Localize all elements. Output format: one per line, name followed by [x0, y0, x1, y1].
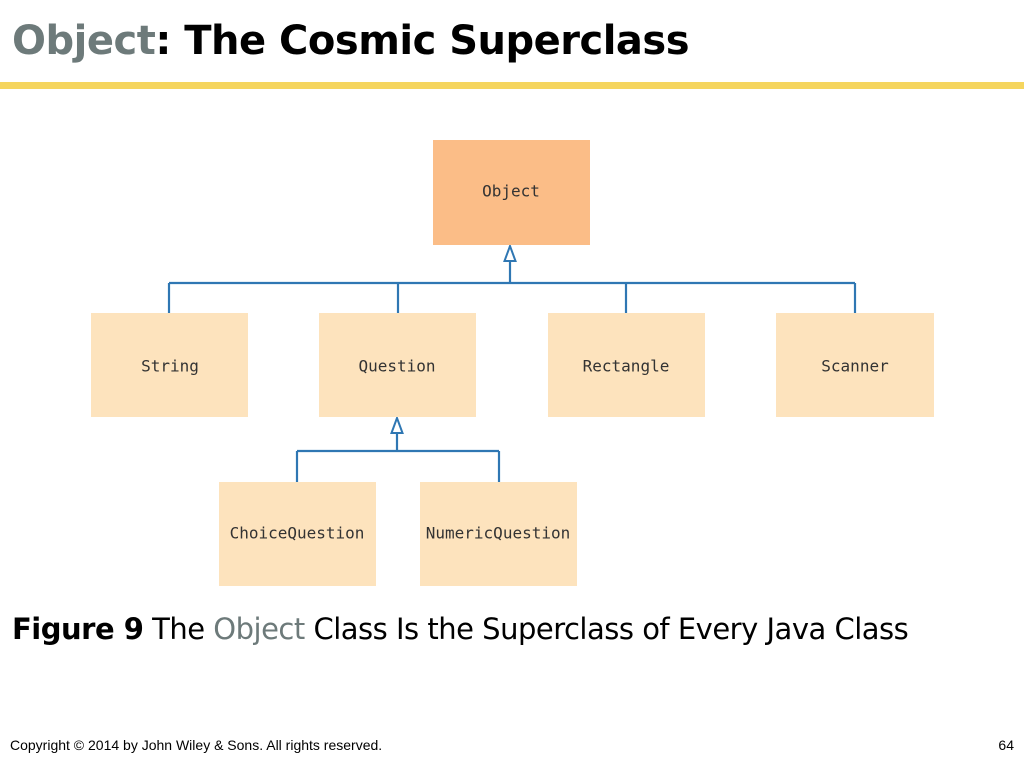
- page-number: 64: [998, 737, 1014, 753]
- node-question-label: Question: [358, 357, 435, 376]
- node-choicequestion-box: [219, 482, 376, 586]
- node-numericquestion: NumericQuestion: [420, 482, 577, 586]
- node-rectangle: Rectangle: [548, 313, 705, 417]
- node-scanner-label: Scanner: [821, 357, 889, 376]
- node-numericquestion-box: [420, 482, 577, 586]
- inheritance-arrowhead-object: [503, 243, 517, 262]
- node-string: String: [91, 313, 248, 417]
- connectors-object-children: [167, 243, 857, 313]
- caption-code-word: Object: [213, 612, 305, 646]
- node-rectangle-box: [548, 313, 705, 417]
- title-code-word: Object: [12, 18, 156, 64]
- connectors-question-children: [295, 415, 501, 482]
- caption-text-1: The: [143, 612, 214, 646]
- node-scanner: Scanner: [776, 313, 934, 417]
- node-object: Object: [433, 140, 590, 245]
- node-string-label: String: [141, 357, 199, 376]
- node-question-box: [319, 313, 476, 417]
- node-numericquestion-label: NumericQuestion: [426, 524, 571, 543]
- node-object-label: Object: [482, 182, 540, 201]
- slide-title: Object: The Cosmic Superclass: [12, 18, 690, 64]
- inheritance-diagram: Object String Question Rectangle Scanner…: [91, 140, 934, 586]
- copyright-notice: Copyright © 2014 by John Wiley & Sons. A…: [10, 737, 383, 753]
- node-choicequestion: ChoiceQuestion: [219, 482, 376, 586]
- node-rectangle-label: Rectangle: [583, 357, 670, 376]
- figure-label: Figure 9: [12, 612, 144, 646]
- caption-text-2: Class Is the Superclass of Every Java Cl…: [304, 612, 909, 646]
- title-rest: : The Cosmic Superclass: [155, 18, 690, 64]
- node-string-box: [91, 313, 248, 417]
- title-underline-bar: [0, 82, 1024, 89]
- figure-caption: Figure 9 The Object Class Is the Supercl…: [12, 612, 909, 646]
- node-object-box: [433, 140, 590, 245]
- node-scanner-box: [776, 313, 934, 417]
- inheritance-arrowhead-question: [390, 415, 404, 434]
- node-choicequestion-label: ChoiceQuestion: [230, 524, 365, 543]
- node-question: Question: [319, 313, 476, 417]
